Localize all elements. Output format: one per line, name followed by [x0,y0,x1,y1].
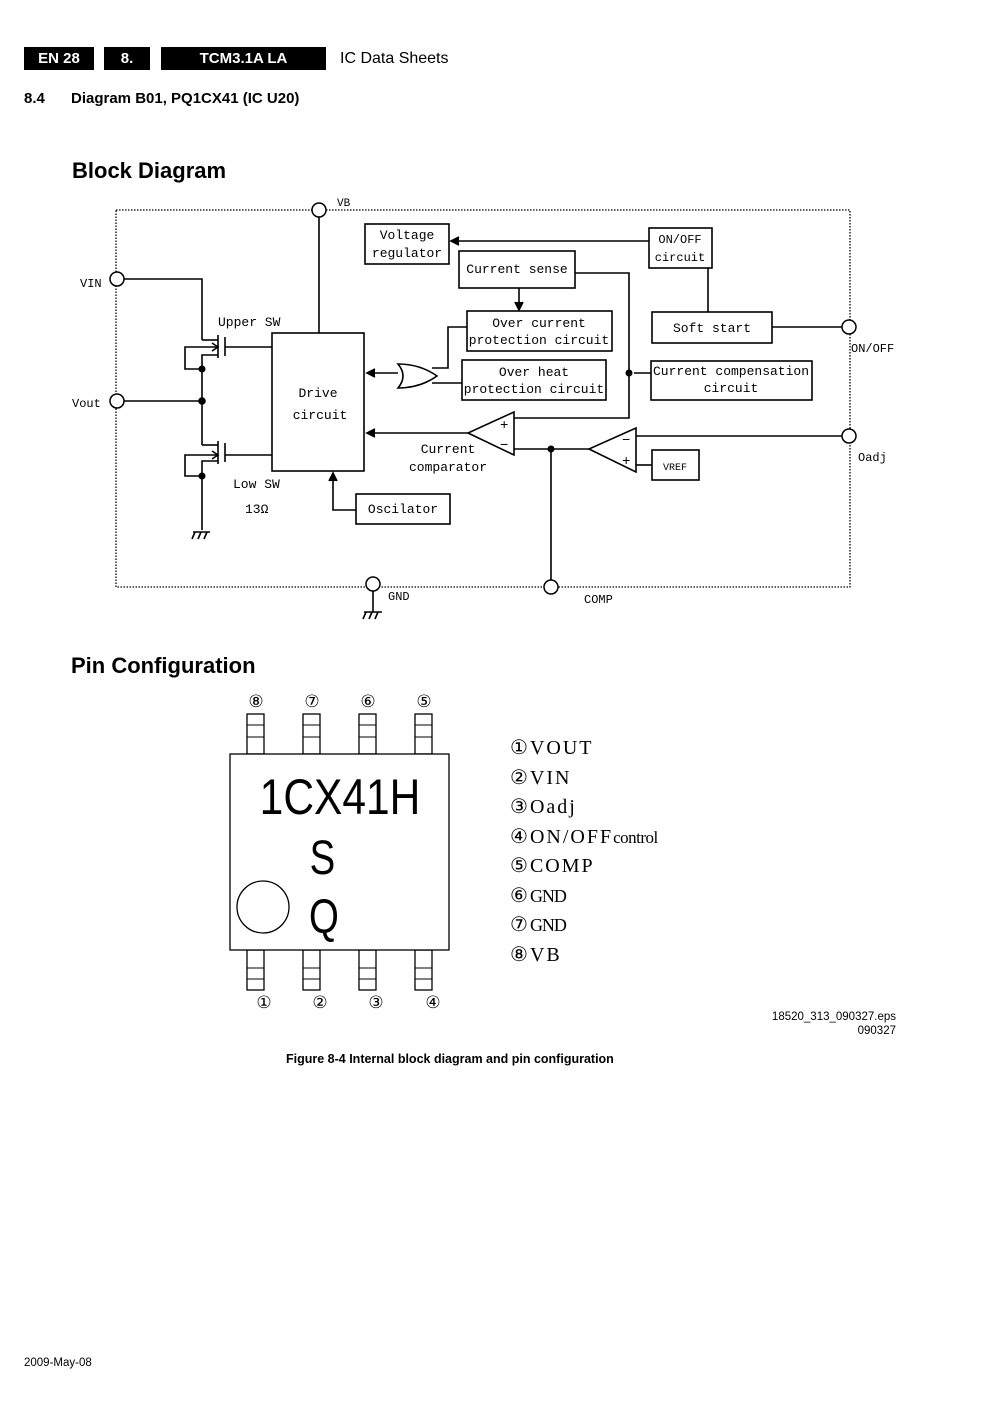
over-current-line2: protection circuit [469,333,609,348]
pin-vb [311,202,327,218]
top-leads [246,713,433,755]
soft-start-label: Soft start [673,321,751,336]
pin1-indicator [236,880,290,934]
on-off-circuit-block [648,227,713,269]
page-number-badge: EN 28 [24,47,94,70]
section-title: 8.4 Diagram B01, PQ1CX41 (IC U20) [24,90,299,107]
over-heat-block [461,359,607,401]
current-comparator-line2: comparator [409,460,487,475]
chip-marking-line3: Q [309,891,339,944]
on-off-circuit-line2: circuit [655,251,705,265]
pin-label-7: ⑦ [304,692,319,712]
upper-sw-label: Upper SW [218,315,281,330]
ic-package [229,713,450,991]
over-heat-line2: protection circuit [464,382,604,397]
file-reference: 18520_313_090327.eps 090327 [772,1010,896,1038]
file-name: 18520_313_090327.eps [771,1011,896,1023]
drive-circuit-line1: Drive [298,386,337,401]
pin-configuration-heading: Pin Configuration [71,653,256,678]
current-sense-label: Current sense [466,262,567,277]
comparator-minus: − [500,438,508,454]
over-heat-line1: Over heat [499,365,569,380]
chip-marking-line1: 1CX41H [260,769,421,825]
current-sense-block [458,250,576,289]
pin-vout [109,393,125,409]
voltage-regulator-block [364,223,450,265]
current-compensation-line2: circuit [704,381,759,396]
model-badge: TCM3.1A LA [161,47,326,70]
current-compensation-block [650,360,813,401]
current-comparator-line1: Current [421,442,476,457]
low-sw-resistance: 13Ω [245,502,269,517]
pin-on-off [841,319,857,335]
current-compensation-line1: Current compensation [653,364,809,379]
low-sw-label: Low SW [233,477,280,492]
pin-vin [109,271,125,287]
drive-circuit-line2: circuit [293,408,348,423]
bottom-leads [246,949,433,991]
vref-label: VREF [663,463,687,474]
label-oadj: Oadj [858,451,887,465]
label-comp: COMP [584,593,613,607]
pin-gnd [365,576,381,592]
label-vout: Vout [72,397,101,411]
section-name: IC Data Sheets [340,50,449,67]
label-vin: VIN [80,277,102,291]
ic-boundary [115,209,851,588]
section-title-text: Diagram B01, PQ1CX41 (IC U20) [71,90,300,107]
drive-circuit-block [271,332,365,472]
or-gate [396,363,439,389]
on-off-circuit-line1: ON/OFF [658,233,701,247]
block-diagram-heading: Block Diagram [72,158,227,183]
pin-label-1: ① [256,993,271,1013]
file-code: 090327 [857,1025,896,1037]
label-gnd: GND [388,590,410,604]
figure-caption: Figure 8-4 Internal block diagram and pi… [286,1052,614,1066]
voltage-regulator-line2: regulator [372,246,442,261]
chapter-badge: 8. [104,47,150,70]
pin-comp [543,579,559,595]
pin-oadj [841,428,857,444]
over-current-line1: Over current [492,316,586,331]
over-current-block [466,310,613,352]
label-on-off: ON/OFF [851,342,894,356]
pin-label-3: ③ [368,993,383,1013]
section-number: 8.4 [24,90,45,107]
pin-label-2: ② [312,993,327,1013]
current-comparator [466,410,515,457]
oscillator-block [355,493,451,525]
error-amp-minus: − [622,433,630,449]
label-vb: VB [337,198,351,210]
pin-label-5: ⑤ [416,692,431,712]
chip-marking-line2: S [310,832,336,885]
pin-label-6: ⑥ [360,692,375,712]
oscillator-label: Oscilator [368,502,438,517]
footer-date: 2009-May-08 [24,1357,92,1369]
pin-label-4: ④ [425,993,440,1013]
voltage-regulator-line1: Voltage [380,228,435,243]
error-amplifier [587,426,637,474]
vref-block [651,449,700,481]
comparator-plus: + [500,418,508,434]
pin-label-8: ⑧ [248,692,263,712]
error-amp-plus: + [622,454,630,470]
